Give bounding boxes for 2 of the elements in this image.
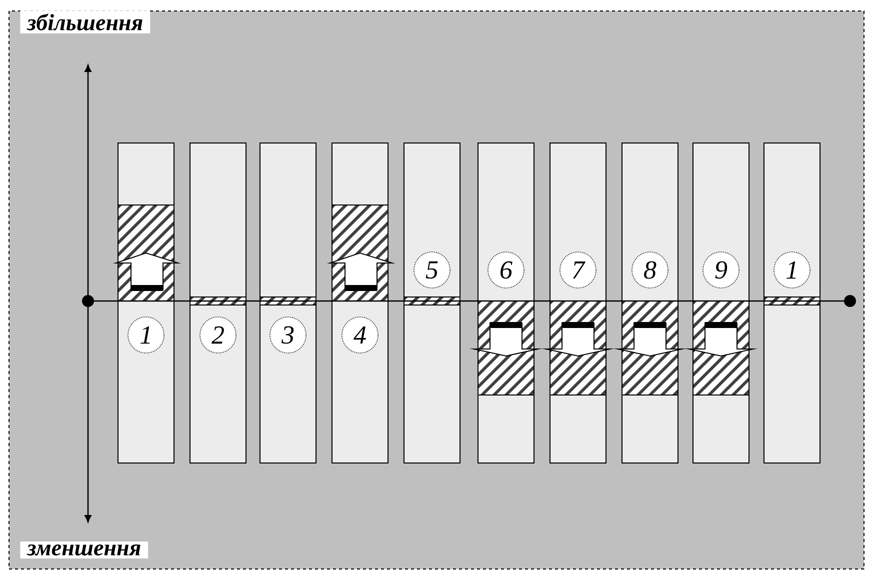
axis-label: зменшення: [20, 541, 148, 559]
axis-label: збільшення: [20, 10, 150, 34]
